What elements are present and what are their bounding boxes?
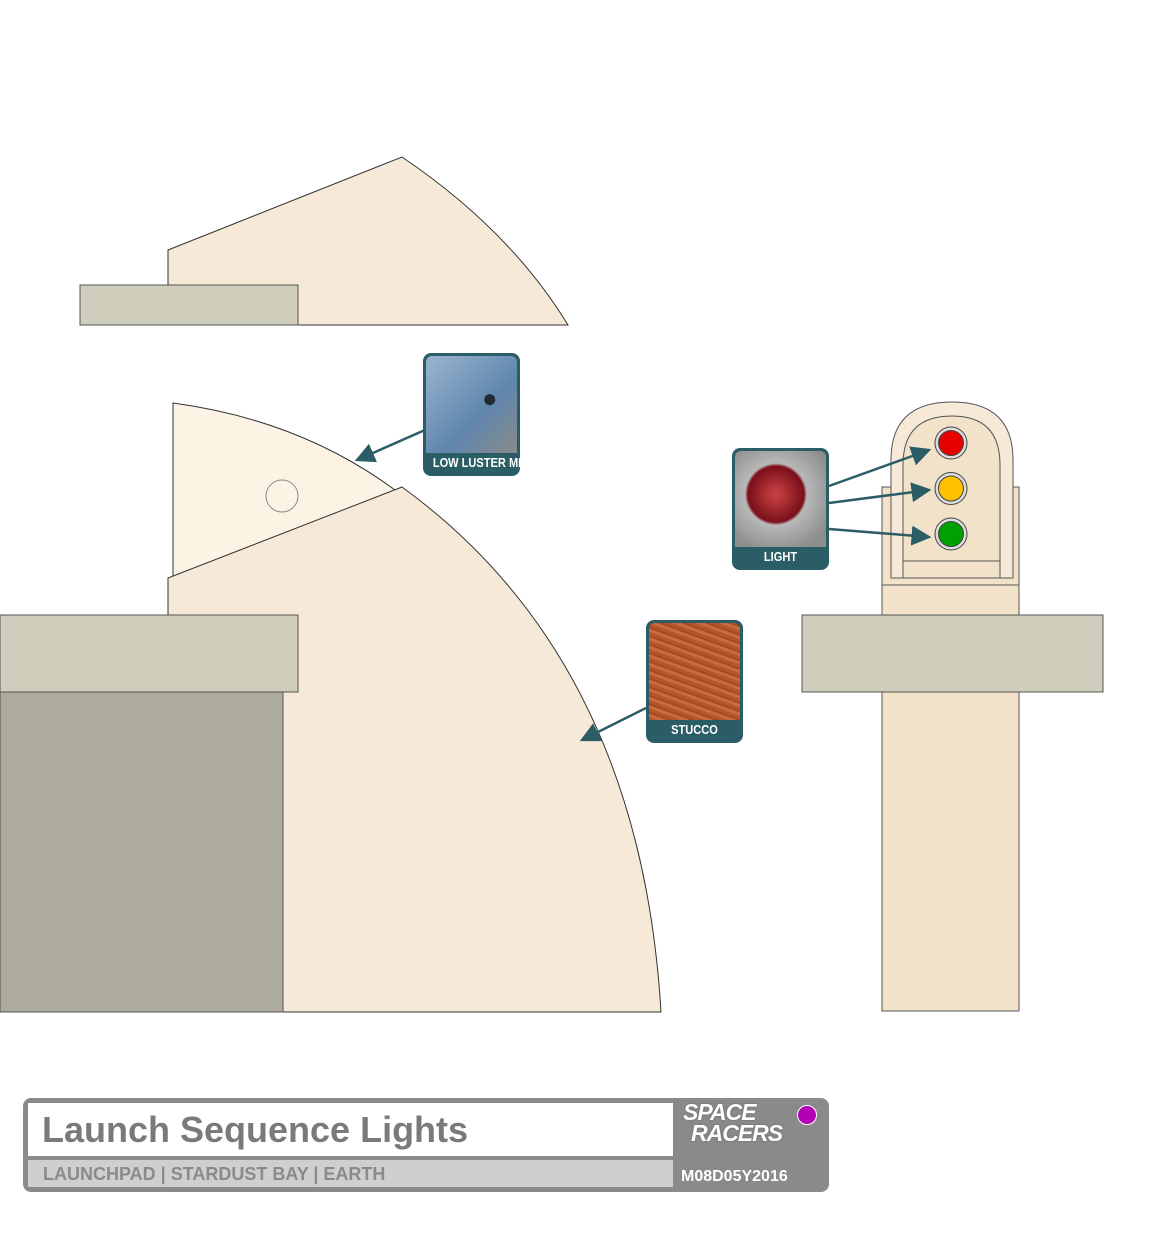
signal-light-green [938, 521, 964, 547]
callout-low-luster-metal: LOW LUSTER METAL [423, 353, 547, 476]
signal-light-yellow [938, 475, 964, 502]
metal-arrow [354, 428, 426, 463]
drawing-date: M08D05Y2016 [681, 1168, 788, 1185]
light-arrow-yellow [828, 482, 932, 505]
callout-label: LIGHT [763, 549, 798, 564]
upper-slab [79, 284, 299, 326]
light-swatch-image [735, 451, 826, 547]
metal-swatch-image [426, 356, 517, 453]
light-arrow-red [828, 446, 932, 488]
callout-light: LIGHT [732, 448, 829, 570]
signal-light-red [938, 430, 964, 456]
panel-hole [265, 479, 299, 513]
location-subtitle: LAUNCHPAD | STARDUST BAY | EARTH [43, 1164, 386, 1184]
callout-stucco: STUCCO [646, 620, 743, 743]
title-block: Launch Sequence Lights LAUNCHPAD | STARD… [23, 1098, 829, 1192]
main-slab [0, 614, 299, 693]
base-wall [0, 691, 284, 1013]
upper-stucco-dome [167, 156, 569, 326]
callout-label: LOW LUSTER METAL [432, 455, 547, 470]
callout-label: STUCCO [671, 722, 718, 737]
stucco-swatch-image [649, 623, 740, 720]
right-slab [801, 614, 1104, 693]
metal-panel [172, 402, 397, 579]
light-arrow-green [828, 525, 932, 546]
stucco-arrow [579, 706, 647, 742]
status-dot [797, 1105, 817, 1125]
drawing-title: Launch Sequence Lights [42, 1109, 469, 1150]
